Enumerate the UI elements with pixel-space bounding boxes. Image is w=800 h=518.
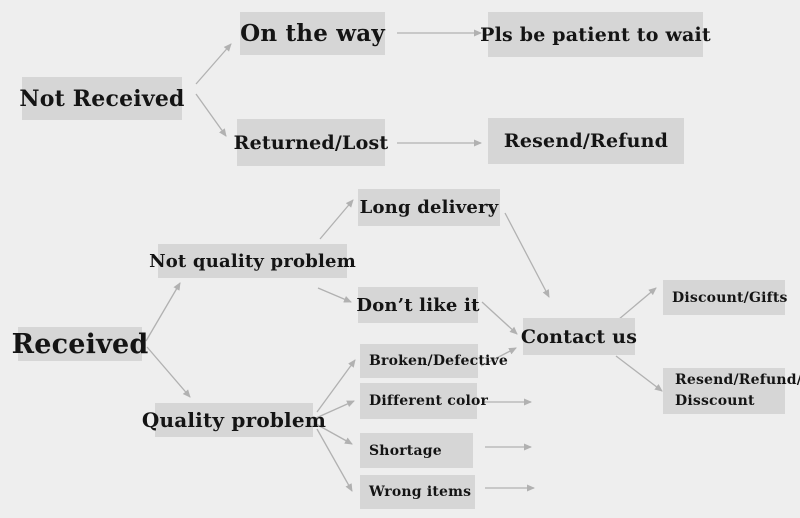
node-received: Received bbox=[11, 327, 149, 361]
node-not-received: Not Received bbox=[19, 77, 184, 120]
node-resend-refund: Resend/Refund bbox=[488, 118, 684, 164]
edge-not_received-to-on_the_way bbox=[195, 43, 232, 85]
edge-quality_problem-to-wrong_items bbox=[316, 428, 353, 492]
node-resend-refund-disscount-line1: Resend/Refund/ bbox=[675, 372, 800, 388]
edge-contact_us-to-resend_refund_disscount bbox=[615, 355, 663, 392]
edge-not_received-to-returned_lost bbox=[195, 93, 227, 137]
node-discount-gifts: Discount/Gifts bbox=[663, 280, 787, 315]
node-resend-refund-disscount: Resend/Refund/ Disscount bbox=[663, 368, 800, 414]
edge-not_quality_problem-to-long_delivery bbox=[319, 199, 354, 240]
edge-quality_problem-to-broken_defective bbox=[316, 359, 356, 413]
node-wrong-items: Wrong items bbox=[360, 475, 475, 509]
node-long-delivery: Long delivery bbox=[358, 189, 500, 226]
node-not-quality-problem: Not quality problem bbox=[149, 244, 356, 278]
edge-received-to-quality_problem bbox=[146, 346, 191, 398]
node-shortage: Shortage bbox=[360, 433, 473, 468]
node-dont-like-it: Don’t like it bbox=[356, 287, 479, 323]
edge-not_quality_problem-to-dont_like_it bbox=[317, 287, 352, 303]
node-contact-us: Contact us bbox=[521, 318, 637, 355]
edge-received-to-not_quality_problem bbox=[145, 282, 181, 342]
node-returned-lost: Returned/Lost bbox=[234, 119, 388, 166]
node-quality-problem: Quality problem bbox=[142, 403, 326, 437]
node-on-the-way: On the way bbox=[240, 12, 385, 55]
node-different-color: Different color bbox=[360, 383, 488, 419]
node-pls-be-patient-to-wait: Pls be patient to wait bbox=[480, 12, 711, 57]
edge-long_delivery-to-contact_us bbox=[504, 212, 550, 298]
node-broken-defective: Broken/Defective bbox=[360, 344, 508, 378]
edge-dont_like_it-to-contact_us bbox=[481, 301, 518, 335]
node-resend-refund-disscount-line2: Disscount bbox=[675, 393, 755, 409]
